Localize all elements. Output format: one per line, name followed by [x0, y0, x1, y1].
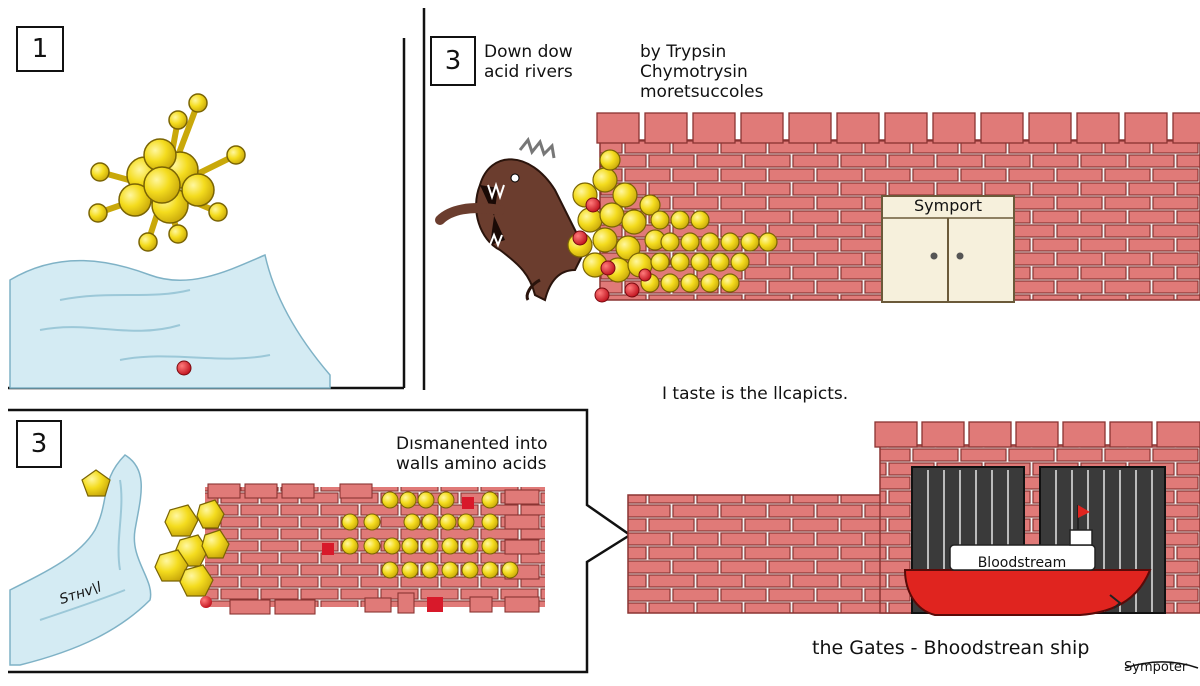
panel3-yellow-cluster — [154, 499, 230, 597]
symport-door-sign: Symport — [913, 196, 982, 215]
corner-label: Sympoter — [1124, 660, 1188, 675]
panel2-red-balls — [572, 197, 652, 303]
panel1-molecule — [88, 93, 246, 252]
monster — [435, 136, 587, 302]
panel4-caption-top: I taste is the llcapicts. — [662, 384, 849, 404]
panel3-amino-chains — [341, 491, 519, 579]
panel1-number: 1 — [16, 26, 64, 72]
panel4-caption-bottom: the Gates - Bhoodstrean ship — [812, 637, 1090, 659]
ship-name-label: Bloodstream — [977, 555, 1067, 571]
panel3-river — [9, 454, 152, 666]
panel1-river — [9, 253, 331, 389]
panel2-caption-right: by Trypsin Chymotrysin moretsuccoles — [640, 42, 764, 102]
panel2-caption-left: Down dow acid rivers — [484, 42, 573, 82]
panel2-amino-cluster — [567, 149, 778, 293]
bloodstream-ship — [903, 505, 1152, 616]
panel3-number: 3 — [16, 420, 62, 468]
symport-door — [881, 195, 1015, 303]
panel2-number: 3 — [430, 36, 476, 86]
panel3-caption: Dısmanented into walls amino acids — [396, 434, 548, 474]
